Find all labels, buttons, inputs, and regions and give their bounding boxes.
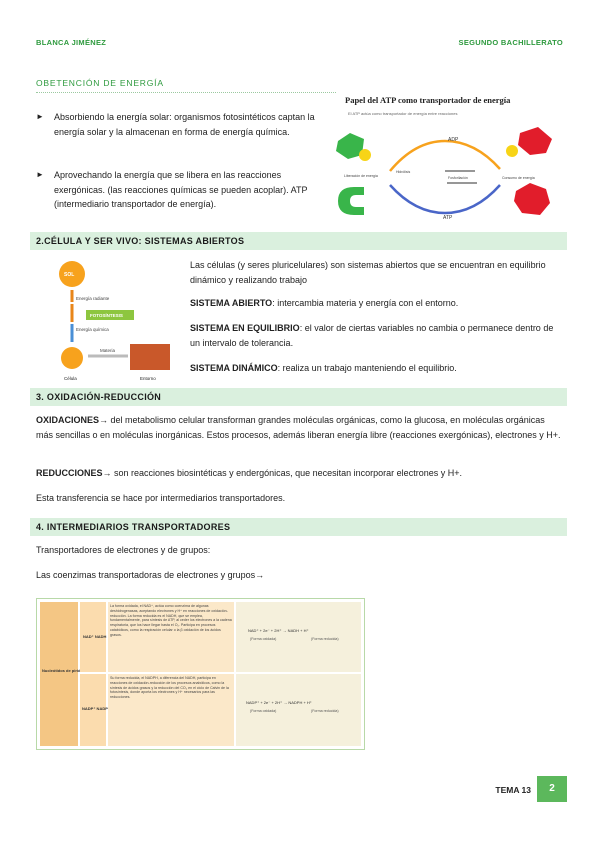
header-author: BLANCA JIMÉNEZ (36, 38, 107, 47)
paragraph-reducciones: REDUCCIONES→ son reacciones biosintética… (36, 468, 462, 478)
svg-text:NAD⁺ NADH: NAD⁺ NADH (83, 634, 107, 639)
svg-text:(Forma reducida): (Forma reducida) (311, 637, 339, 641)
svg-text:NADP⁺ NADPH: NADP⁺ NADPH (82, 706, 111, 711)
figure-title: Papel del ATP como transportador de ener… (345, 95, 511, 105)
section-title: 4. INTERMEDIARIOS TRANSPORTADORES (36, 522, 231, 532)
svg-text:Nucleótidos de piridina: Nucleótidos de piridina (42, 668, 87, 673)
photosynthesis-box (86, 310, 134, 320)
coenzyme-table: Nucleótidos de piridina NAD⁺ NADH NADP⁺ … (36, 598, 365, 750)
svg-text:(Forma reducida): (Forma reducida) (311, 709, 339, 713)
svg-text:Célula: Célula (64, 376, 77, 381)
bullet-item: ► Absorbiendo la energía solar: organism… (36, 112, 315, 137)
section-band: 3. OXIDACIÓN-REDUCCIÓN (30, 388, 567, 406)
header-course: SEGUNDO BACHILLERATO (458, 38, 563, 47)
paragraph: Las coenzimas transportadoras de electro… (36, 570, 265, 580)
divider (36, 92, 336, 93)
section-title-energia: OBETENCIÓN DE ENERGÍA (36, 78, 164, 88)
phosphate-icon (359, 149, 371, 161)
svg-text:NAD⁺ + 2e⁻ + 2H⁺ → NADH + H⁺: NAD⁺ + 2e⁻ + 2H⁺ → NADH + H⁺ (248, 628, 309, 633)
paragraph: Esta transferencia se hace por intermedi… (36, 493, 286, 503)
section-title: 3. OXIDACIÓN-REDUCCIÓN (36, 392, 162, 402)
svg-text:Fosforilación: Fosforilación (448, 176, 468, 180)
sun-icon (59, 261, 85, 287)
open-system-figure: SOL Energía radiante FOTOSÍNTESIS Energí… (59, 261, 170, 381)
svg-text:(Forma oxidada): (Forma oxidada) (250, 709, 276, 713)
section-title: 2.CÉLULA Y SER VIVO: SISTEMAS ABIERTOS (36, 236, 245, 246)
paragraph: Transportadores de electrones y de grupo… (36, 545, 211, 555)
svg-text:ADP: ADP (448, 137, 459, 143)
molecule-shape (336, 133, 364, 159)
atp-figure: Papel del ATP como transportador de ener… (336, 95, 552, 221)
figure-subtitle: El ATP actúa como transportador de energ… (348, 111, 457, 116)
svg-text:Energía radiante: Energía radiante (76, 296, 110, 301)
paragraph-oxidaciones: OXIDACIONES→ del metabolismo celular tra… (36, 415, 561, 440)
bullet-item: ► Aprovechando la energía que se libera … (36, 170, 308, 209)
svg-text:Liberación de energía: Liberación de energía (344, 174, 378, 178)
table-group-cell (40, 602, 78, 746)
page-number: 2 (537, 776, 567, 802)
svg-text:Materia: Materia (100, 348, 116, 353)
svg-text:FOTOSÍNTESIS: FOTOSÍNTESIS (90, 311, 123, 318)
environment-image (130, 344, 170, 370)
svg-text:Consumo de energía: Consumo de energía (502, 176, 535, 180)
molecule-shape (338, 187, 364, 215)
cell-icon (61, 347, 83, 369)
svg-text:SOL: SOL (64, 272, 74, 278)
definition-dynamic: SISTEMA DINÁMICO: realiza un trabajo man… (190, 363, 457, 373)
section-band: 2.CÉLULA Y SER VIVO: SISTEMAS ABIERTOS (30, 232, 567, 250)
footer-tema: TEMA 13 (495, 785, 531, 795)
svg-text:Entorno: Entorno (140, 376, 156, 381)
triangle-bullet-icon: ► (36, 170, 44, 179)
definition-equilibrium: SISTEMA EN EQUILIBRIO: el valor de ciert… (190, 323, 554, 348)
molecule-shape (518, 127, 552, 155)
svg-text:Hidrólisis: Hidrólisis (396, 170, 410, 174)
phosphate-icon (506, 145, 518, 157)
svg-text:ATP: ATP (443, 215, 453, 221)
paragraph: Las células (y seres pluricelulares) son… (190, 260, 546, 285)
definition-open-system: SISTEMA ABIERTO: intercambia materia y e… (190, 298, 459, 308)
svg-text:Energía química: Energía química (76, 327, 109, 332)
svg-text:(Forma oxidada): (Forma oxidada) (250, 637, 276, 641)
section-band: 4. INTERMEDIARIOS TRANSPORTADORES (30, 518, 567, 536)
molecule-shape (514, 183, 550, 215)
svg-text:NADP⁺ + 2e⁻ + 2H⁺ → NADPH +: NADP⁺ + 2e⁻ + 2H⁺ → NADPH + H⁺ (246, 700, 312, 705)
triangle-bullet-icon: ► (36, 112, 44, 121)
